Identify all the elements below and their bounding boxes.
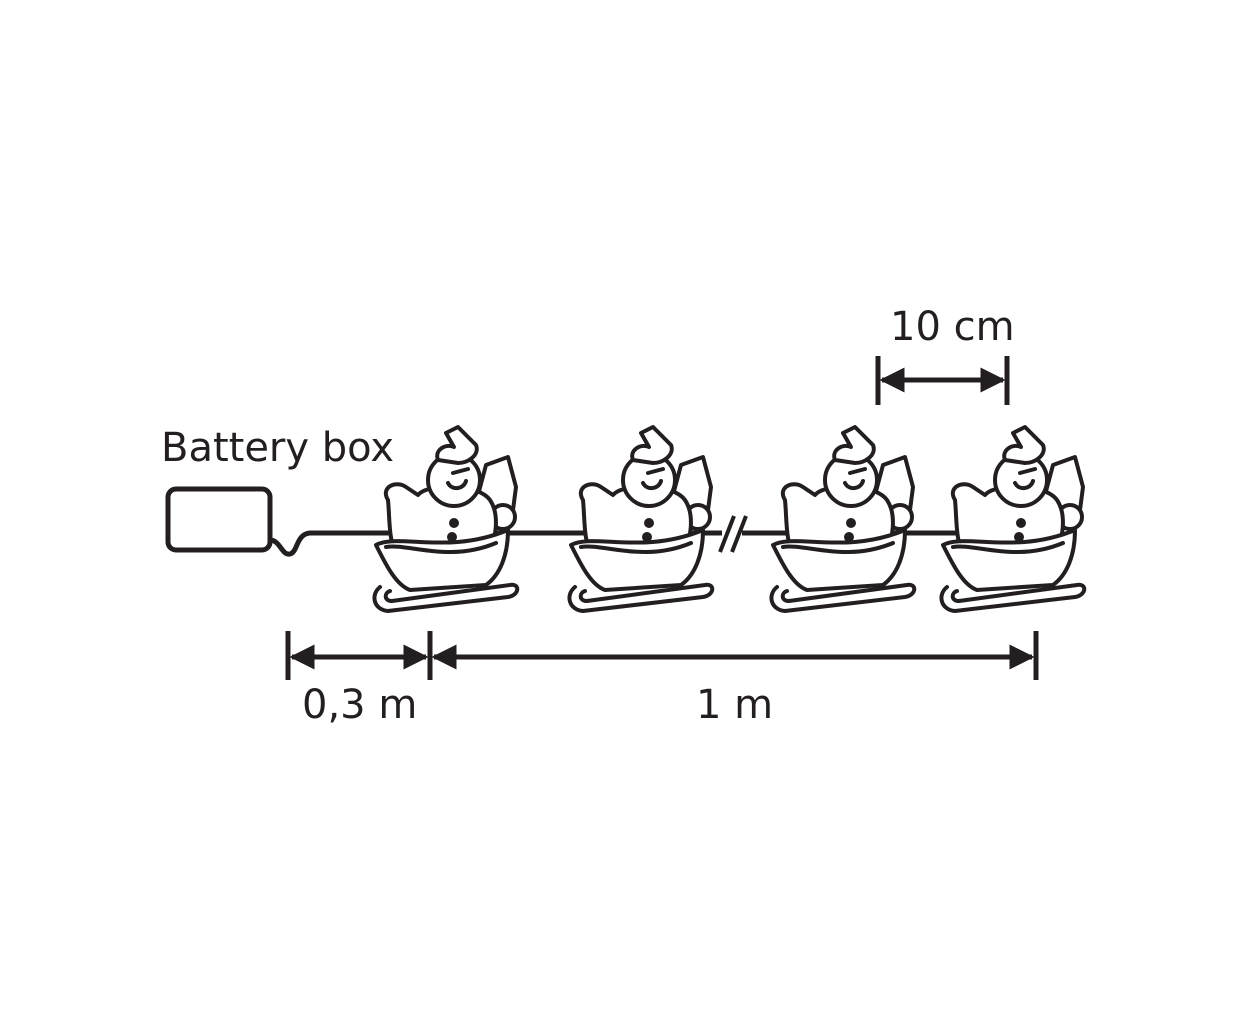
lead-length-label: 0,3 m (302, 682, 418, 728)
cable-break-mark (718, 515, 748, 553)
snowman-light-4 (939, 425, 1087, 613)
wire (269, 530, 1060, 557)
battery-box-label: Battery box (161, 425, 395, 471)
length-dimensions (285, 631, 1039, 680)
spacing-label: 10 cm (890, 304, 1015, 350)
snowman-light-2 (567, 425, 715, 613)
snowman-light-1 (372, 425, 520, 613)
snowman-light-3 (769, 425, 917, 613)
string-length-label: 1 m (696, 682, 774, 728)
battery-box (165, 486, 273, 553)
spacing-dimension (875, 356, 1010, 405)
